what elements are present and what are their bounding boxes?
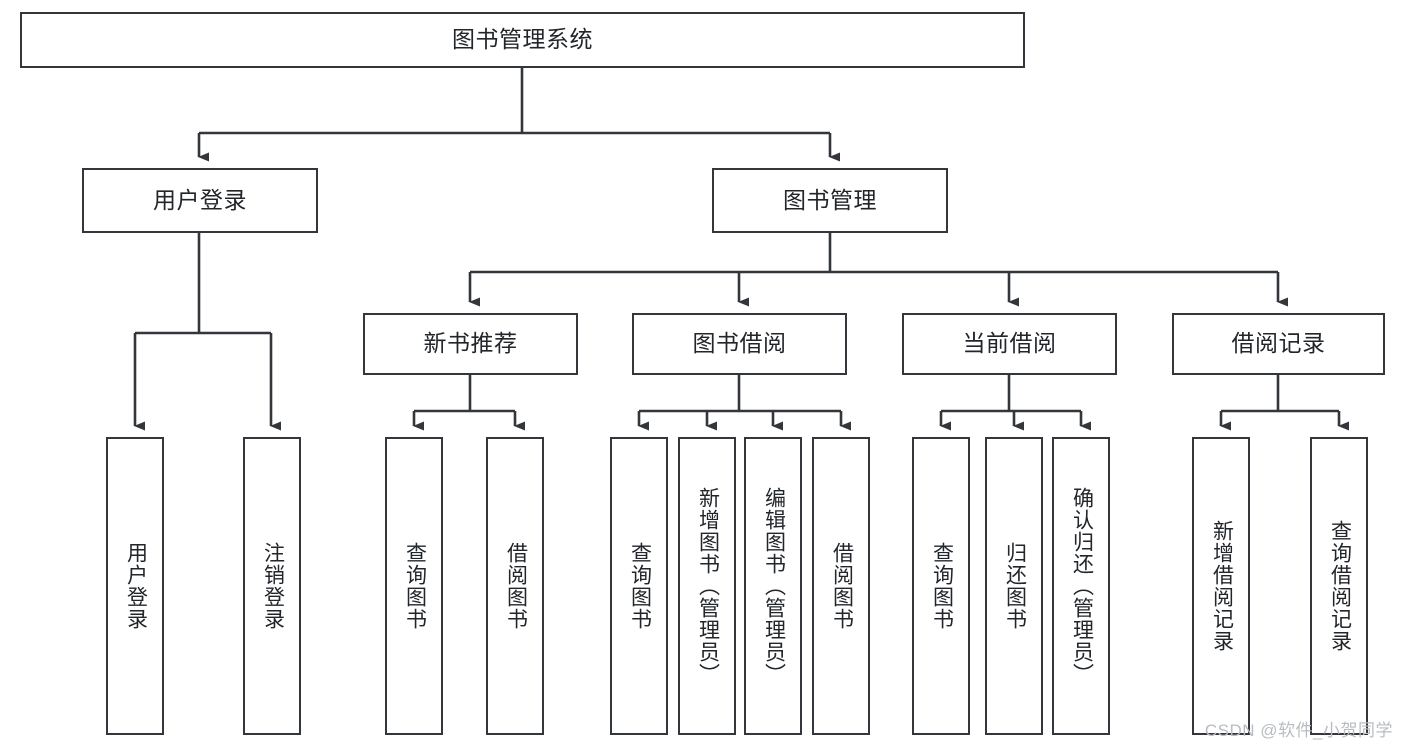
node-leaf-borrow-book-1[interactable]: 借阅图书 xyxy=(486,437,544,735)
node-leaf-borrow-book-2[interactable]: 借阅图书 xyxy=(812,437,870,735)
node-label-book-borrow: 图书借阅 xyxy=(692,330,787,357)
node-label-leaf-user-login: 用户登录 xyxy=(124,542,148,630)
node-leaf-query-borrow-record[interactable]: 查询借阅记录 xyxy=(1310,437,1368,735)
node-label-book-manage: 图书管理 xyxy=(783,186,877,213)
node-leaf-confirm-return[interactable]: 确认归还（管理员） xyxy=(1052,437,1110,735)
node-label-root: 图书管理系统 xyxy=(452,26,593,53)
node-label-leaf-edit-book: 编辑图书（管理员） xyxy=(762,487,786,685)
node-label-leaf-add-book: 新增图书（管理员） xyxy=(696,487,720,685)
node-label-borrow-record: 借阅记录 xyxy=(1231,330,1326,357)
node-leaf-return-book[interactable]: 归还图书 xyxy=(985,437,1043,735)
connector-lines xyxy=(133,68,1349,431)
node-label-leaf-query-book-1: 查询图书 xyxy=(403,542,427,630)
node-label-leaf-query-borrow-record: 查询借阅记录 xyxy=(1328,520,1352,652)
node-label-leaf-borrow-book-1: 借阅图书 xyxy=(504,542,528,630)
node-leaf-add-book[interactable]: 新增图书（管理员） xyxy=(678,437,736,735)
node-label-leaf-query-book-3: 查询图书 xyxy=(930,542,954,630)
node-label-leaf-user-logout: 注销登录 xyxy=(261,542,285,630)
node-current-borrow[interactable]: 当前借阅 xyxy=(902,313,1117,375)
node-book-borrow[interactable]: 图书借阅 xyxy=(632,313,847,375)
node-leaf-user-login[interactable]: 用户登录 xyxy=(106,437,164,735)
node-label-leaf-borrow-book-2: 借阅图书 xyxy=(830,542,854,630)
node-leaf-query-book-3[interactable]: 查询图书 xyxy=(912,437,970,735)
node-leaf-edit-book[interactable]: 编辑图书（管理员） xyxy=(744,437,802,735)
node-book-manage[interactable]: 图书管理 xyxy=(712,168,948,233)
node-leaf-query-book-2[interactable]: 查询图书 xyxy=(610,437,668,735)
node-leaf-user-logout[interactable]: 注销登录 xyxy=(243,437,301,735)
node-borrow-record[interactable]: 借阅记录 xyxy=(1172,313,1385,375)
node-label-leaf-confirm-return: 确认归还（管理员） xyxy=(1070,487,1094,685)
node-label-leaf-query-book-2: 查询图书 xyxy=(628,542,652,630)
node-new-book-recommend[interactable]: 新书推荐 xyxy=(363,313,578,375)
node-label-user-login: 用户登录 xyxy=(153,186,247,213)
node-leaf-query-book-1[interactable]: 查询图书 xyxy=(385,437,443,735)
node-label-leaf-return-book: 归还图书 xyxy=(1003,542,1027,630)
node-leaf-add-borrow-record[interactable]: 新增借阅记录 xyxy=(1192,437,1250,735)
node-root[interactable]: 图书管理系统 xyxy=(20,12,1025,68)
node-user-login[interactable]: 用户登录 xyxy=(82,168,318,233)
node-label-current-borrow: 当前借阅 xyxy=(962,330,1057,357)
node-label-leaf-add-borrow-record: 新增借阅记录 xyxy=(1210,520,1234,652)
node-label-new-book-recommend: 新书推荐 xyxy=(423,330,518,357)
